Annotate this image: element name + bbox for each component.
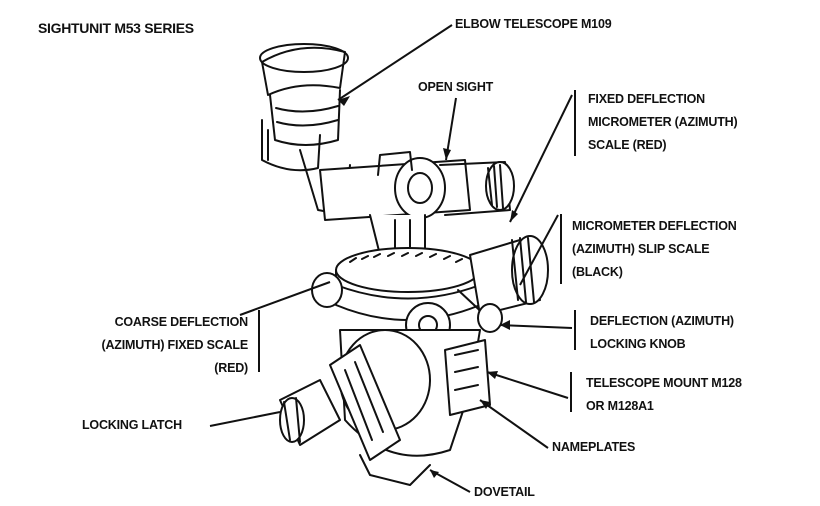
bracket-telescope-mount xyxy=(570,372,572,412)
bracket-coarse-deflection xyxy=(258,310,260,372)
label-nameplates: NAMEPLATES xyxy=(552,440,636,454)
leader-arrowheads xyxy=(338,96,518,478)
label-open-sight: OPEN SIGHT xyxy=(418,80,494,94)
azimuth-housing xyxy=(335,247,481,321)
label-coarse-deflection: COARSE DEFLECTION (AZIMUTH) FIXED SCALE … xyxy=(101,315,249,375)
label-micrometer-deflection: MICROMETER DEFLECTION (AZIMUTH) SLIP SCA… xyxy=(572,219,737,279)
label-dovetail: DOVETAIL xyxy=(474,485,535,499)
label-locking-knob: DEFLECTION (AZIMUTH) LOCKING KNOB xyxy=(590,314,734,351)
label-telescope-mount: TELESCOPE MOUNT M128 OR M128A1 xyxy=(586,376,742,413)
label-elbow-telescope: ELBOW TELESCOPE M109 xyxy=(455,17,612,31)
bracket-locking-knob xyxy=(574,310,576,350)
micrometer-knob xyxy=(457,235,549,333)
telescope-mount-body xyxy=(329,329,491,486)
bracket-fixed-deflection xyxy=(574,90,576,156)
label-locking-latch: LOCKING LATCH xyxy=(82,418,182,432)
label-fixed-deflection: FIXED DEFLECTION MICROMETER (AZIMUTH) SC… xyxy=(588,92,738,152)
bracket-micrometer-deflection xyxy=(560,214,562,284)
page-title: SIGHTUNIT M53 SERIES xyxy=(38,20,194,36)
leader-lines xyxy=(209,24,573,493)
locking-latch-part xyxy=(279,379,341,446)
telescope-body xyxy=(319,151,515,221)
